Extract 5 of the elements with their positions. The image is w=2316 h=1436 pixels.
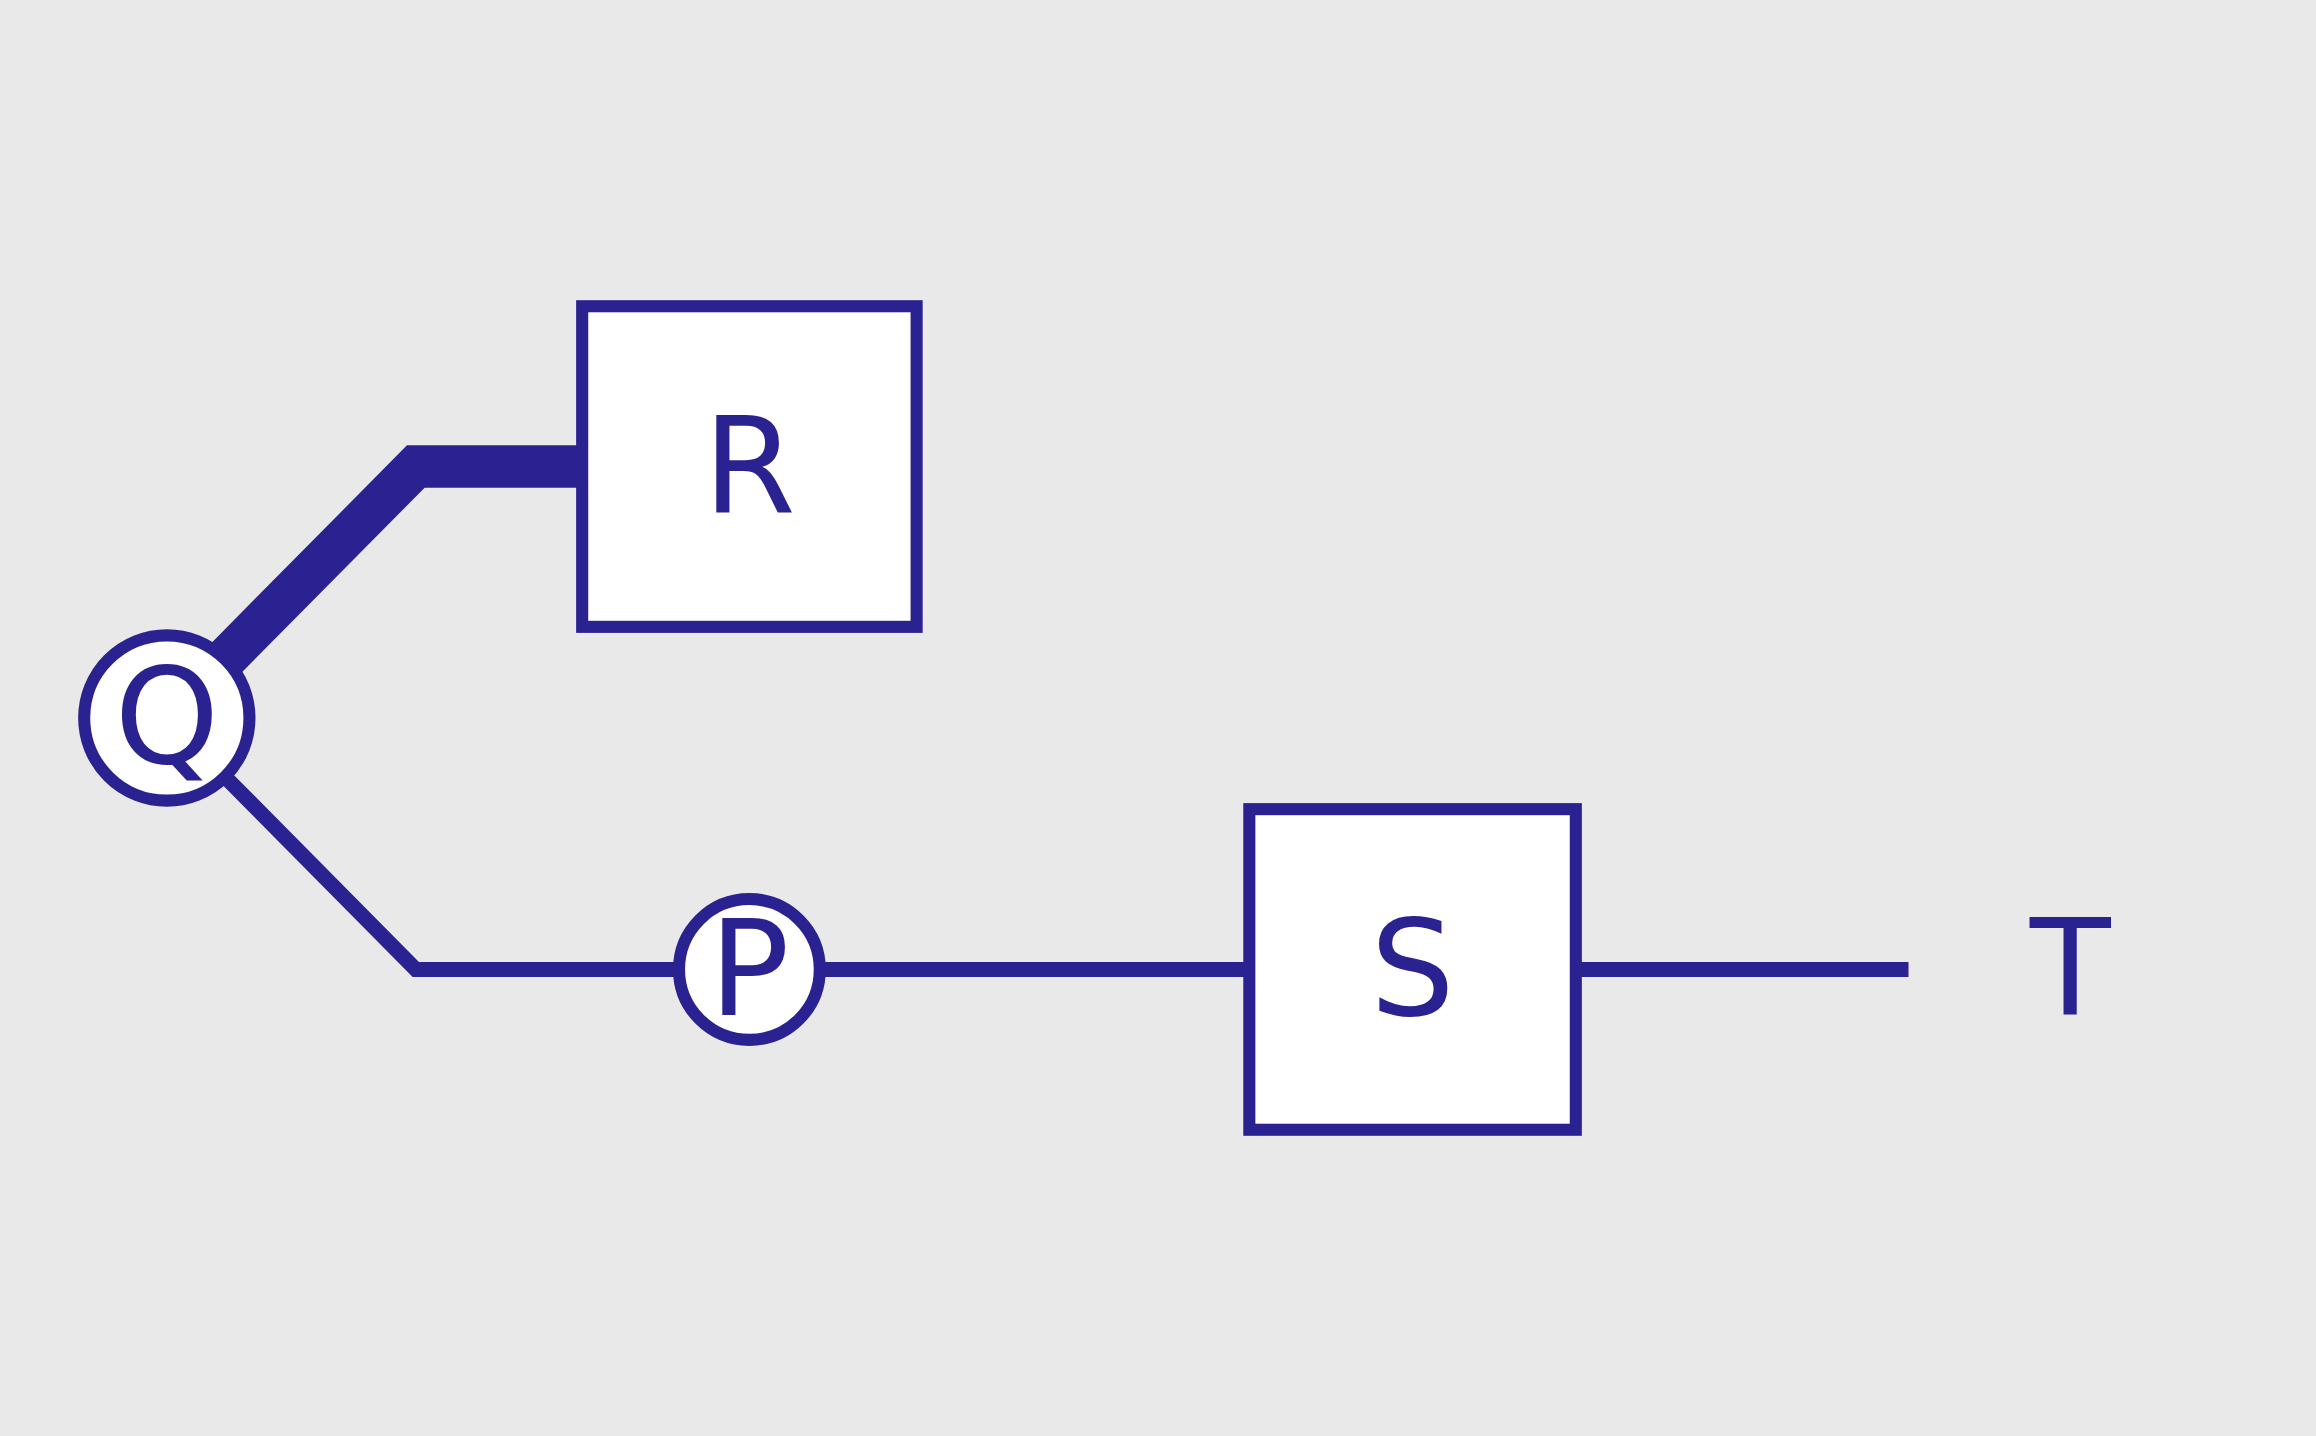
- node-box: S: [1243, 803, 1582, 1136]
- node-circle: P: [672, 893, 826, 1046]
- node-box: R: [576, 300, 923, 633]
- node-circle: Q: [78, 629, 256, 807]
- node-text: T: [2029, 890, 2111, 1046]
